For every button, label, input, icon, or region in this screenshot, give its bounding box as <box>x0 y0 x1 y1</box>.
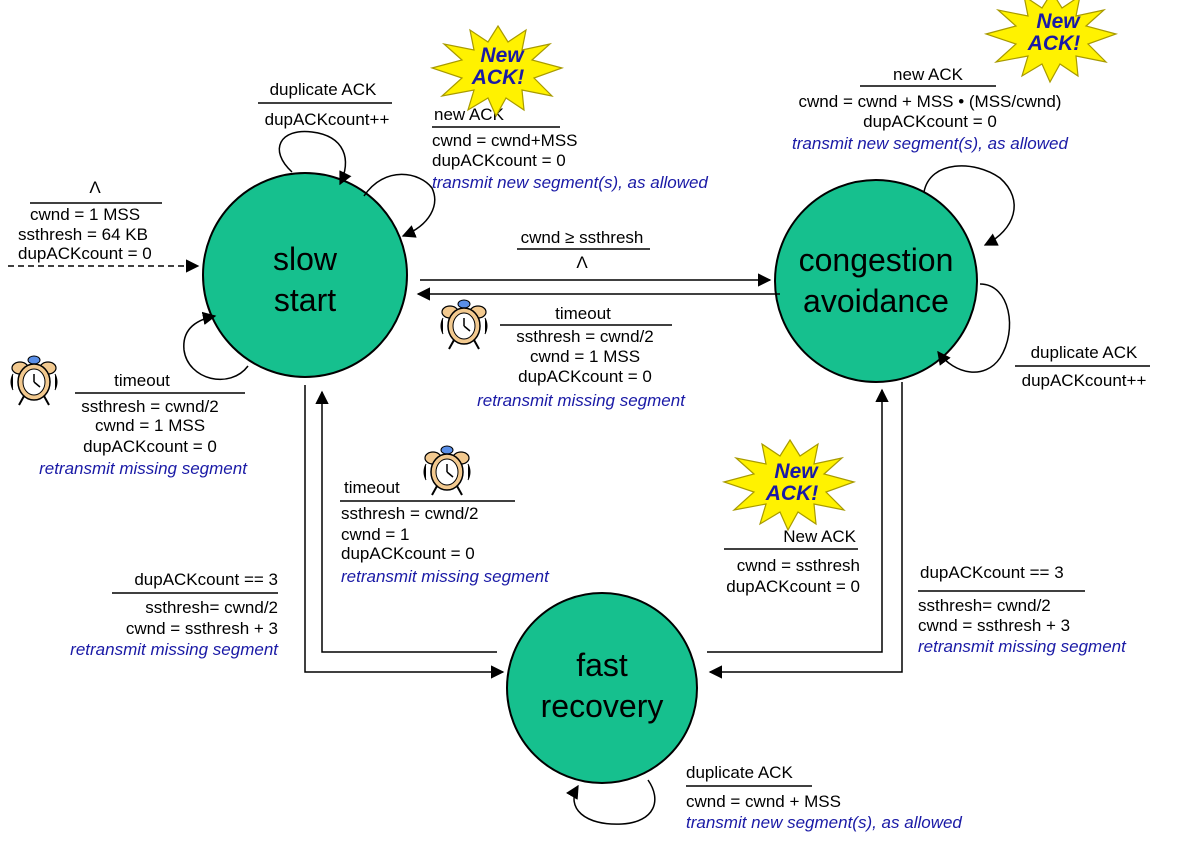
transition-event: New ACK <box>783 527 856 546</box>
transition-event: timeout <box>555 304 611 323</box>
transition-ss-new-ack: new ACK cwnd = cwnd+MSS dupACKcount = 0 … <box>363 105 708 238</box>
transition-fr-dup-ack: duplicate ACK cwnd = cwnd + MSS transmit… <box>566 763 962 832</box>
state-congestion-avoidance: congestion avoidance <box>774 179 978 383</box>
new-ack-burst: New ACK! <box>983 0 1119 84</box>
transition-action-retransmit: retransmit missing segment <box>477 391 686 410</box>
transition-arrow <box>707 388 889 653</box>
alarm-clock-icon <box>440 299 488 350</box>
transition-ca-to-ss: timeout ssthresh = cwnd/2 cwnd = 1 MSS d… <box>416 287 780 410</box>
self-loop-arrow <box>937 283 1011 373</box>
transition-event: timeout <box>344 478 400 497</box>
transition-action: dupACKcount = 0 <box>83 437 217 456</box>
transition-action: cwnd = 1 MSS <box>30 205 140 224</box>
transition-action: ssthresh= cwnd/2 <box>918 596 1051 615</box>
transition-event: cwnd ≥ ssthresh <box>521 228 644 247</box>
transition-event: dupACKcount == 3 <box>920 563 1064 582</box>
transition-action: ssthresh = cwnd/2 <box>341 504 479 523</box>
transition-action: cwnd = ssthresh <box>737 556 860 575</box>
new-ack-burst: New ACK! <box>429 24 565 118</box>
transition-event: duplicate ACK <box>270 80 377 99</box>
alarm-clock-icon <box>423 445 471 496</box>
burst-line1: New <box>774 460 819 483</box>
transition-event: duplicate ACK <box>686 763 793 782</box>
transition-ca-to-fr: dupACKcount == 3 ssthresh= cwnd/2 cwnd =… <box>708 382 1127 679</box>
transition-event: duplicate ACK <box>1031 343 1138 362</box>
transition-action: ssthresh = cwnd/2 <box>516 327 654 346</box>
self-loop-arrow <box>923 165 1015 246</box>
burst-line2: ACK! <box>471 66 525 89</box>
transition-arrow <box>315 390 497 653</box>
transition-action-retransmit: retransmit missing segment <box>341 567 550 586</box>
transition-fr-to-ss: timeout ssthresh = cwnd/2 cwnd = 1 dupAC… <box>315 390 550 653</box>
transition-action: cwnd = cwnd + MSS <box>686 792 841 811</box>
transition-action: dupACKcount++ <box>265 110 390 129</box>
transition-action: dupACKcount = 0 <box>518 367 652 386</box>
transition-action-retransmit: retransmit missing segment <box>918 637 1127 656</box>
transition-action-retransmit: retransmit missing segment <box>70 640 279 659</box>
transition-ss-dup-ack: duplicate ACK dupACKcount++ <box>258 80 392 186</box>
transition-action-retransmit: retransmit missing segment <box>39 459 248 478</box>
transition-action-retransmit: transmit new segment(s), as allowed <box>432 173 708 192</box>
state-label-line1: congestion <box>799 242 954 278</box>
transition-action: cwnd = 1 <box>341 525 410 544</box>
transition-action: ssthresh = 64 KB <box>18 225 148 244</box>
transition-action: ssthresh= cwnd/2 <box>145 598 278 617</box>
state-label-line2: avoidance <box>803 283 949 319</box>
transition-action-retransmit: transmit new segment(s), as allowed <box>792 134 1068 153</box>
transition-arrow <box>708 382 903 679</box>
transition-action: ssthresh = cwnd/2 <box>81 397 219 416</box>
burst-line1: New <box>480 44 525 67</box>
burst-line1: New <box>1036 10 1081 33</box>
transition-ss-to-fr: dupACKcount == 3 ssthresh= cwnd/2 cwnd =… <box>70 385 505 679</box>
transition-action: dupACKcount++ <box>1022 371 1147 390</box>
transition-action: cwnd = cwnd + MSS • (MSS/cwnd) <box>799 92 1062 111</box>
transition-arrow <box>304 385 505 679</box>
transition-action-retransmit: transmit new segment(s), as allowed <box>686 813 962 832</box>
transition-action: cwnd = ssthresh + 3 <box>126 619 278 638</box>
transition-action: dupACKcount = 0 <box>726 577 860 596</box>
state-label-line2: recovery <box>541 688 664 724</box>
transition-event: timeout <box>114 371 170 390</box>
state-label-line1: slow <box>273 241 338 277</box>
burst-line2: ACK! <box>765 482 819 505</box>
self-loop-arrow <box>183 311 249 381</box>
transition-action: Λ <box>576 253 588 272</box>
transition-event: Λ <box>89 178 101 197</box>
self-loop-arrow <box>363 173 436 238</box>
transition-ss-to-ca: cwnd ≥ ssthresh Λ <box>420 228 772 287</box>
state-label-line2: start <box>274 282 336 318</box>
transition-fr-to-ca: New ACK cwnd = ssthresh dupACKcount = 0 <box>707 388 889 653</box>
transition-action: dupACKcount = 0 <box>341 544 475 563</box>
transition-action: cwnd = 1 MSS <box>95 416 205 435</box>
transition-event: new ACK <box>434 105 505 124</box>
transition-action: cwnd = 1 MSS <box>530 347 640 366</box>
transition-action: dupACKcount = 0 <box>432 151 566 170</box>
transition-action: cwnd = ssthresh + 3 <box>918 616 1070 635</box>
transition-event: dupACKcount == 3 <box>134 570 278 589</box>
transition-action: dupACKcount = 0 <box>18 244 152 263</box>
transition-action: cwnd = cwnd+MSS <box>432 131 578 150</box>
state-fast-recovery: fast recovery <box>506 592 698 784</box>
alarm-clock-icon <box>10 355 58 406</box>
state-slow-start: slow start <box>202 172 408 378</box>
transition-initial: Λ cwnd = 1 MSS ssthresh = 64 KB dupACKco… <box>8 178 200 273</box>
new-ack-burst: New ACK! <box>721 438 857 532</box>
transition-action: dupACKcount = 0 <box>863 112 997 131</box>
transition-ca-new-ack: new ACK cwnd = cwnd + MSS • (MSS/cwnd) d… <box>792 65 1068 246</box>
transition-event: new ACK <box>893 65 964 84</box>
state-label-line1: fast <box>576 647 628 683</box>
transition-ca-dup-ack: duplicate ACK dupACKcount++ <box>937 283 1150 390</box>
self-loop-arrow <box>566 779 656 825</box>
self-loop-arrow <box>278 130 352 186</box>
transition-ss-timeout: timeout ssthresh = cwnd/2 cwnd = 1 MSS d… <box>39 311 249 478</box>
burst-line2: ACK! <box>1027 32 1081 55</box>
